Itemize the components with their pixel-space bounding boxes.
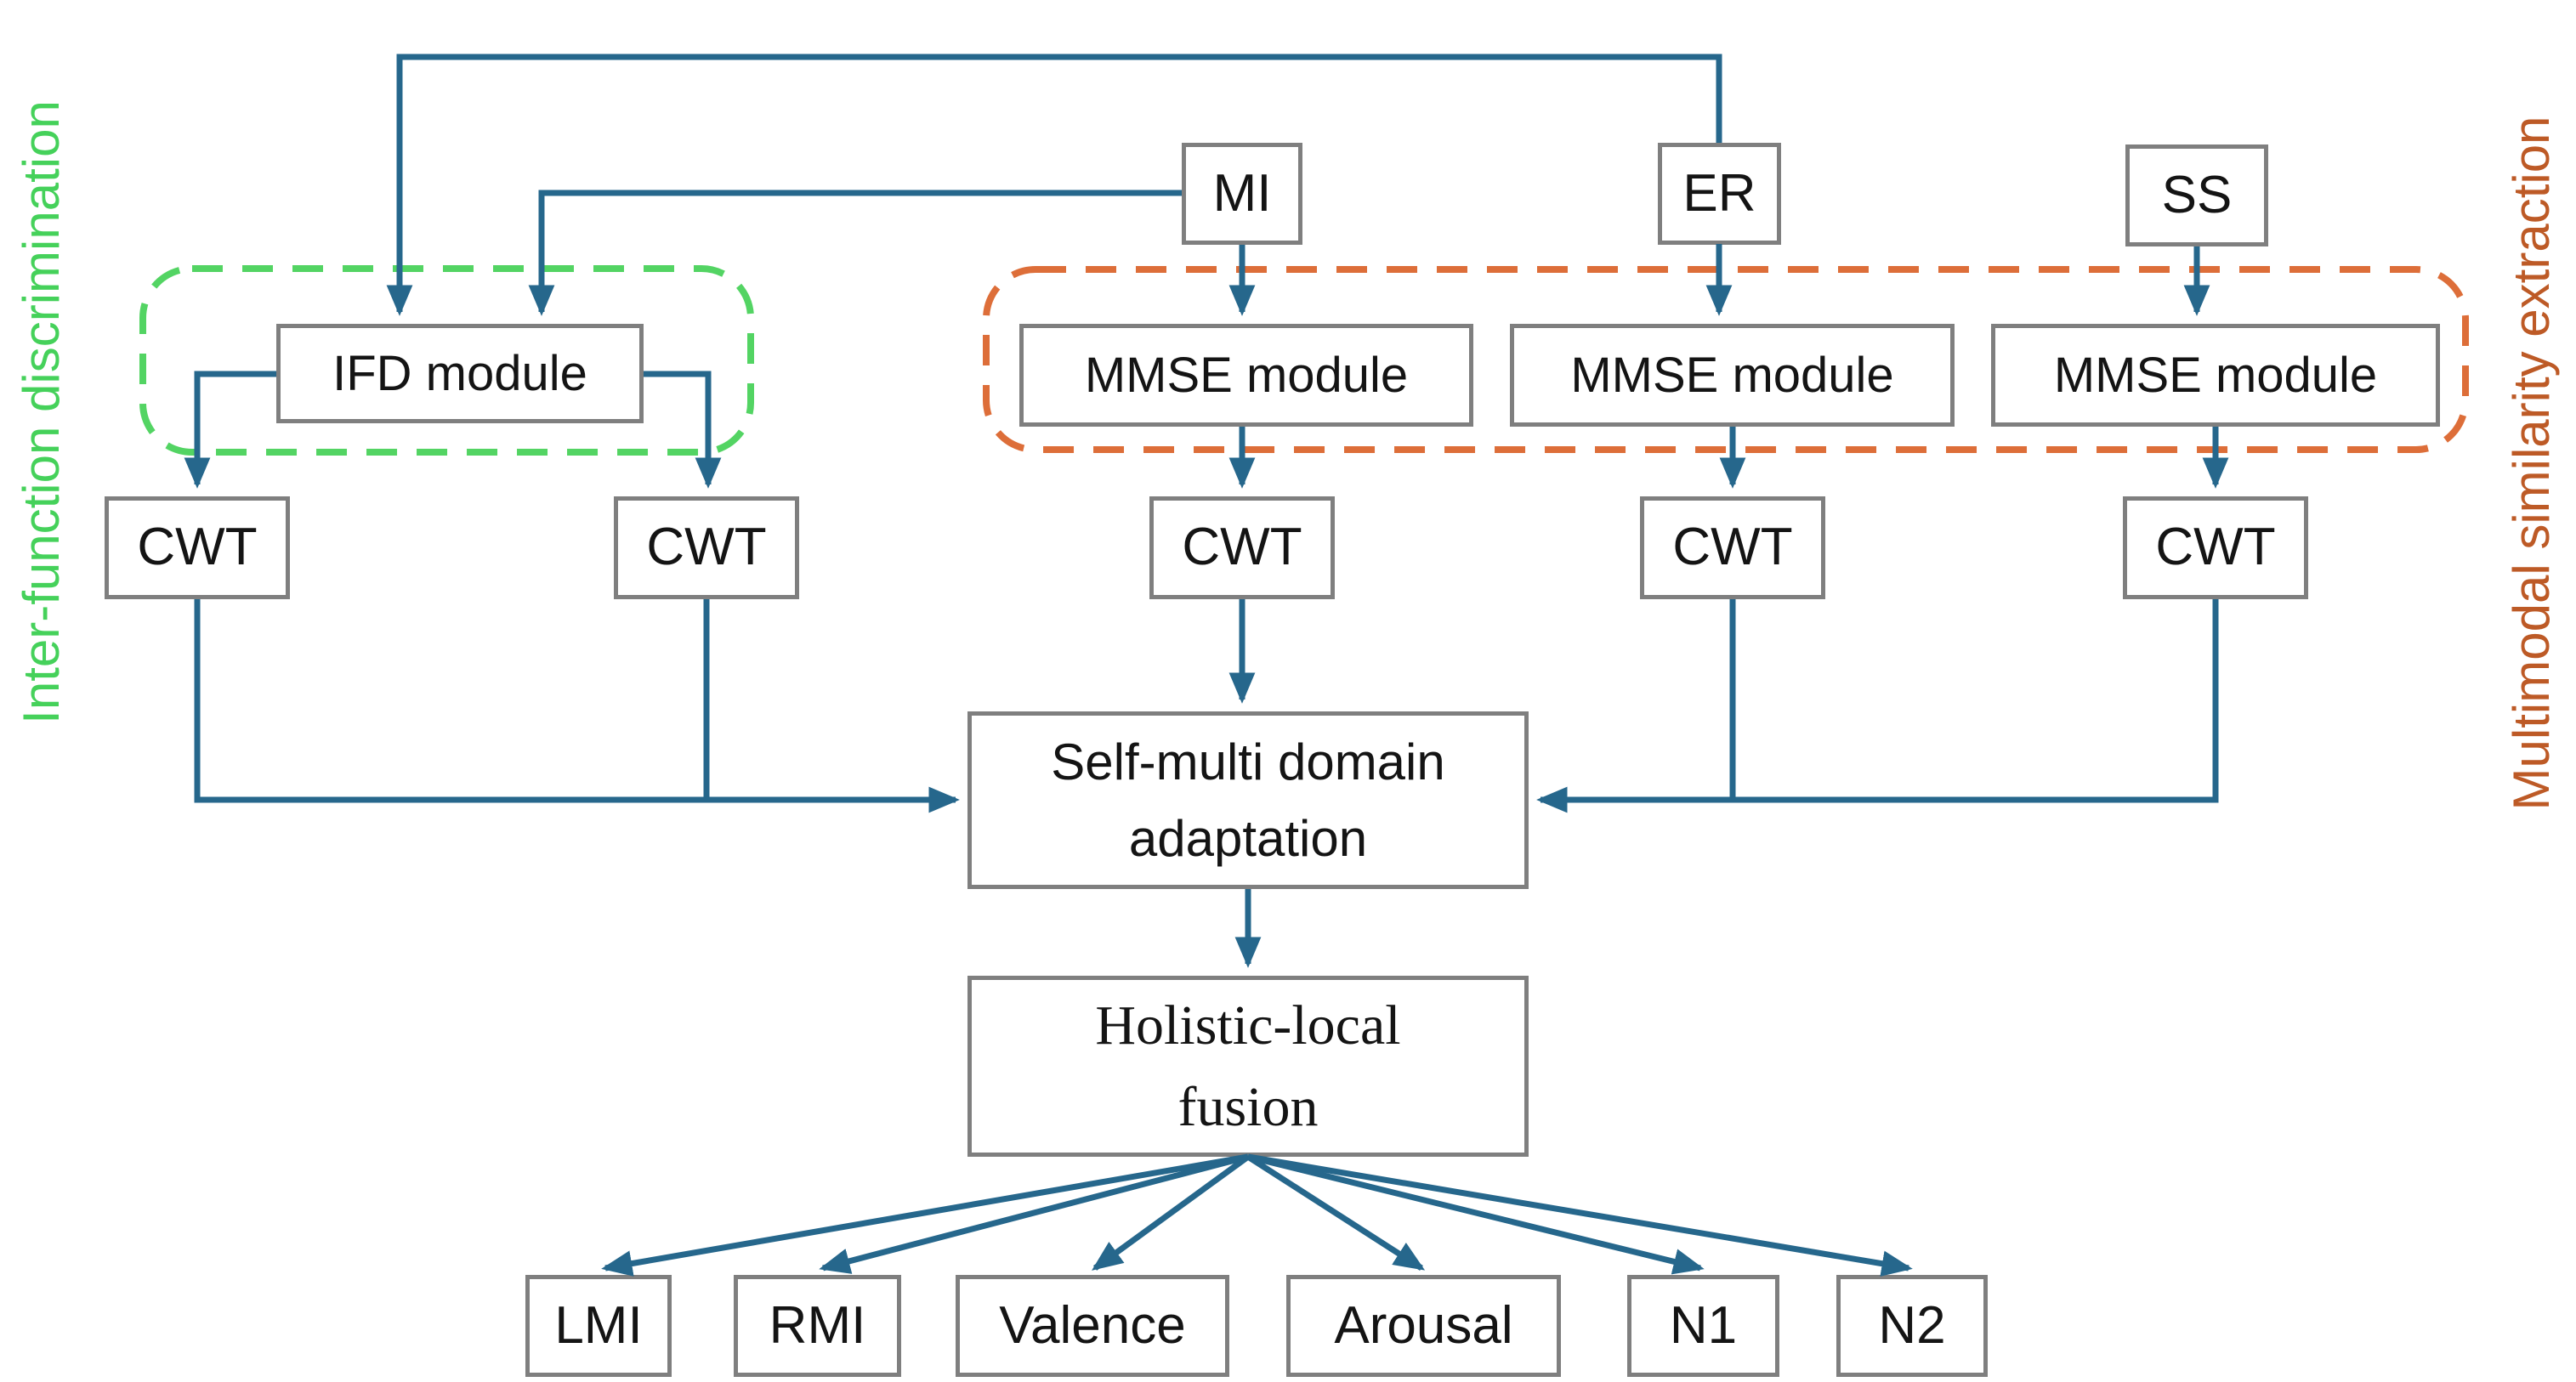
node-ifd-module: IFD module — [276, 324, 644, 423]
node-mi: MI — [1182, 143, 1302, 245]
node-output-rmi: RMI — [734, 1275, 901, 1377]
output-valence-label: Valence — [999, 1295, 1186, 1355]
node-mi-label: MI — [1212, 163, 1272, 223]
output-rmi-label: RMI — [769, 1295, 866, 1355]
node-ss-label: SS — [2161, 165, 2233, 224]
arrow-er-to-ifd — [386, 54, 1722, 316]
node-cwt-4-label: CWT — [1672, 518, 1793, 577]
node-output-valence: Valence — [956, 1275, 1229, 1377]
node-mmse-1-label: MMSE module — [1084, 347, 1409, 403]
node-output-lmi: LMI — [525, 1275, 672, 1377]
output-n1-label: N1 — [1669, 1295, 1738, 1355]
node-mmse-module-1: MMSE module — [1019, 324, 1473, 427]
node-cwt-5-label: CWT — [2155, 518, 2276, 577]
node-cwt-5: CWT — [2123, 496, 2308, 599]
node-holistic-local-fusion: Holistic-local fusion — [967, 976, 1529, 1157]
node-cwt-4: CWT — [1640, 496, 1825, 599]
arrow-fusion-to-n1 — [1247, 1153, 1705, 1275]
arrow-fusion-to-valence — [1092, 1154, 1251, 1271]
output-lmi-label: LMI — [554, 1295, 643, 1355]
node-ss: SS — [2125, 144, 2268, 246]
node-er-label: ER — [1682, 163, 1756, 223]
node-output-n1: N1 — [1627, 1275, 1779, 1377]
hlf-line-2: fusion — [1177, 1075, 1319, 1138]
arrow-fusion-to-rmi — [819, 1153, 1249, 1274]
node-mmse-module-3: MMSE module — [1991, 324, 2440, 427]
node-cwt-2-label: CWT — [646, 518, 767, 577]
arrow-fusion-to-arousal — [1246, 1154, 1426, 1271]
node-cwt-2: CWT — [614, 496, 799, 599]
arrow-cwt-1-to-smda — [194, 599, 960, 813]
node-mmse-3-label: MMSE module — [2053, 347, 2378, 403]
node-cwt-1-label: CWT — [137, 518, 258, 577]
smda-line-1: Self-multi domain — [1051, 733, 1445, 790]
arrow-mi-to-ifd — [528, 190, 1182, 316]
node-mmse-module-2: MMSE module — [1510, 324, 1955, 427]
hlf-line-1: Holistic-local — [1095, 994, 1401, 1056]
node-ifd-label: IFD module — [332, 345, 587, 401]
left-section-label: Inter-function discrimination — [12, 100, 70, 724]
smda-line-2: adaptation — [1128, 809, 1368, 867]
node-cwt-3-label: CWT — [1182, 518, 1302, 577]
arrow-ifd-to-cwt-1 — [184, 371, 276, 489]
arrow-fusion-to-lmi — [601, 1153, 1249, 1277]
arrow-cwt-5-to-smda — [1536, 599, 2219, 813]
right-section-label: Multimodal similarity extraction — [2502, 116, 2560, 811]
arrow-ifd-to-cwt-2 — [644, 371, 722, 489]
node-mmse-2-label: MMSE module — [1570, 347, 1894, 403]
node-self-multi-domain-adaptation: Self-multi domain adaptation — [967, 711, 1529, 889]
node-output-n2: N2 — [1836, 1275, 1988, 1377]
node-output-arousal: Arousal — [1286, 1275, 1561, 1377]
node-er: ER — [1658, 143, 1781, 245]
output-arousal-label: Arousal — [1334, 1295, 1513, 1355]
node-cwt-3: CWT — [1149, 496, 1335, 599]
output-n2-label: N2 — [1878, 1295, 1946, 1355]
node-cwt-1: CWT — [105, 496, 290, 599]
arrow-fusion-to-n2 — [1247, 1153, 1913, 1277]
